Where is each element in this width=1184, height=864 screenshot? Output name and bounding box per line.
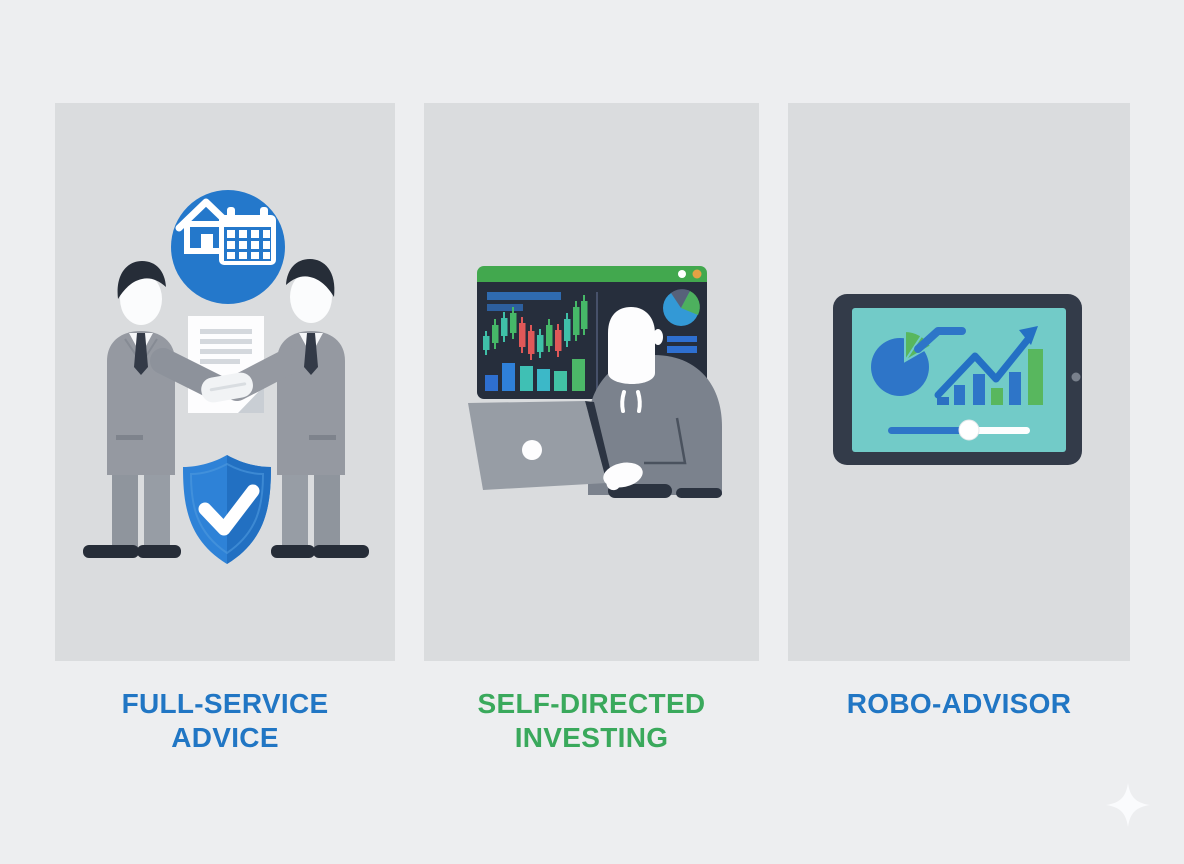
shield-check-icon xyxy=(183,455,271,564)
robo-advisor-illustration xyxy=(833,294,1082,465)
panel-robo-advisor xyxy=(788,103,1130,661)
window-dot-white xyxy=(678,270,686,278)
full-service-advice-illustration xyxy=(83,190,369,564)
businessman-left xyxy=(83,261,181,558)
slider-handle xyxy=(958,419,980,441)
camera-dot-icon xyxy=(1071,372,1081,382)
person-head xyxy=(608,307,655,384)
panel-full-service-advice xyxy=(55,103,395,661)
pie-chart-icon xyxy=(663,289,700,326)
trend-arrow-icon xyxy=(934,326,1038,399)
window-dot-orange xyxy=(692,269,702,279)
handshake-icon xyxy=(150,348,302,403)
laptop-icon xyxy=(468,401,722,498)
candlestick-chart-icon xyxy=(483,295,588,360)
caption-robo-advisor: ROBO-ADVISOR xyxy=(788,687,1130,721)
caption-line: ADVICE xyxy=(171,722,279,753)
volume-bars-icon xyxy=(485,359,585,391)
panel-self-directed-investing xyxy=(424,103,759,661)
sparkle-icon xyxy=(1104,781,1152,829)
businessman-right xyxy=(271,259,369,558)
caption-full-service-advice: FULL-SERVICE ADVICE xyxy=(55,687,395,755)
house-calendar-icon xyxy=(171,190,285,304)
callout-line xyxy=(914,327,966,353)
pie-chart-icon xyxy=(871,327,966,396)
caption-line: FULL-SERVICE xyxy=(121,688,329,719)
hand xyxy=(603,462,643,491)
hoodie-drawstring xyxy=(636,390,642,413)
person-hoodie xyxy=(588,307,722,495)
caption-line: INVESTING xyxy=(514,722,669,753)
growth-bars-icon xyxy=(937,349,1043,405)
laptop-logo xyxy=(522,440,542,460)
self-directed-investing-illustration xyxy=(468,266,722,498)
caption-self-directed-investing: SELF-DIRECTED INVESTING xyxy=(424,687,759,755)
caption-line: SELF-DIRECTED xyxy=(477,688,706,719)
allocation-slider xyxy=(888,419,1030,441)
hoodie-drawstring xyxy=(620,390,626,413)
caption-line: ROBO-ADVISOR xyxy=(846,688,1072,719)
window-titlebar xyxy=(477,266,707,282)
